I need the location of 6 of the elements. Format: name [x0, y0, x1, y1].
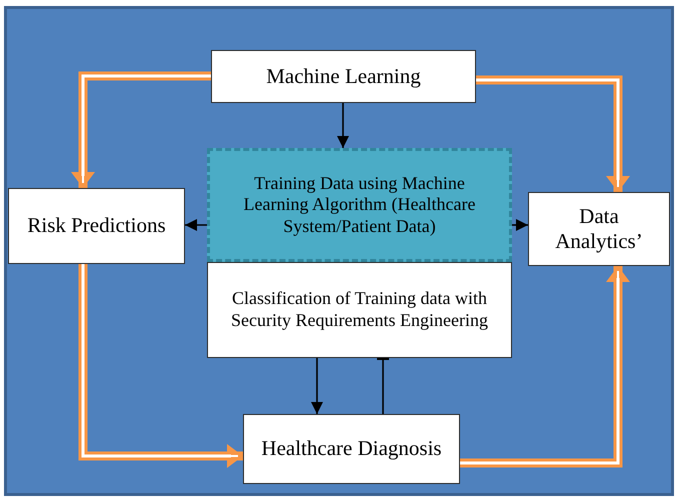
- process-box: Machine Learning: [211, 50, 476, 103]
- process-box: Classification of Training data with Security Requirements Engineering: [207, 262, 512, 358]
- process-box: Healthcare Diagnosis: [243, 414, 460, 484]
- process-box: Data Analytics’: [528, 192, 670, 266]
- process-box: Training Data using Machine Learning Algorithm (Healthcare System/Patient Data): [207, 148, 512, 262]
- process-box: Risk Predictions: [8, 188, 185, 264]
